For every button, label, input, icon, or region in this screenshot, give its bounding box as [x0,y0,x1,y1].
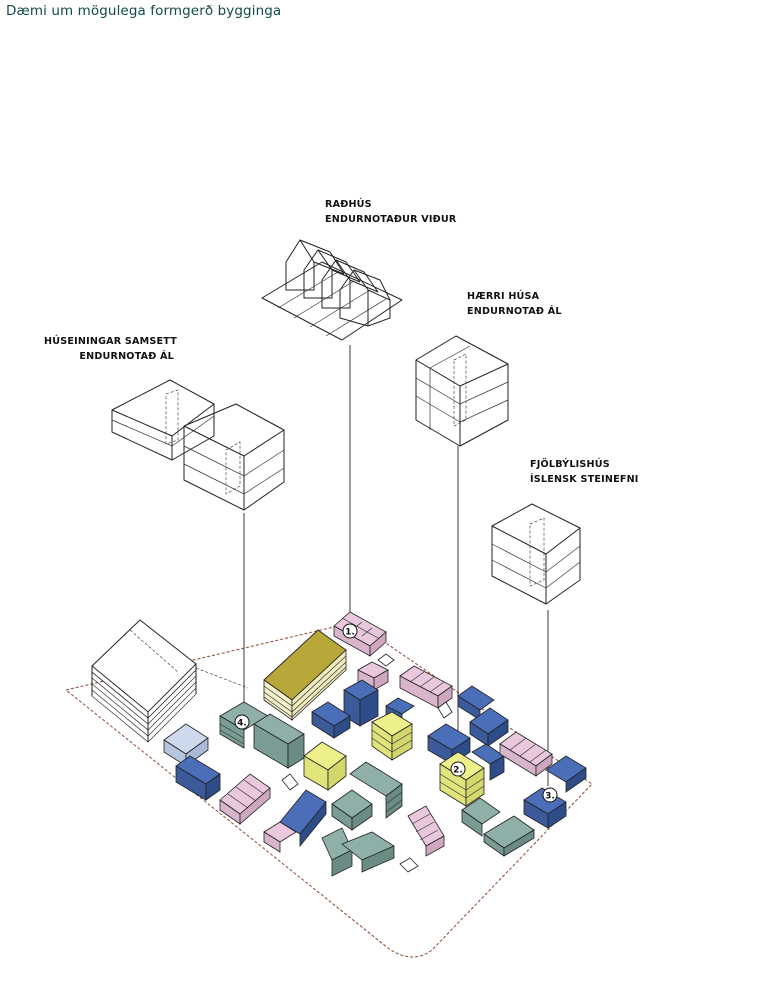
block-olive [263,629,347,721]
marker-3: 3. [542,787,558,803]
label-haerri: HÆRRI HÚSA ENDURNOTAÐ ÁL [467,290,562,319]
svg-text:3.: 3. [545,792,555,802]
radhus-lineart [261,239,403,341]
site-extension-line [195,667,249,689]
massing-blocks [163,611,587,877]
white-slab-building [91,619,197,743]
label-huseiningar-line1: HÚSEININGAR SAMSETT [44,336,177,347]
page-title: Dæmi um mögulega formgerð bygginga [6,3,282,19]
site-boundary [64,621,593,958]
marker-2: 2. [450,761,466,777]
block-yellow-1 [371,711,413,761]
label-huseiningar-line2: ENDURNOTAÐ ÁL [79,350,174,362]
haerri-lineart [415,335,509,447]
block-blue-4 [175,755,221,801]
label-haerri-line1: HÆRRI HÚSA [467,291,540,302]
marker-1: 1. [342,623,358,639]
block-pink-3 [399,665,453,709]
block-blue-1 [311,679,379,739]
block-yellow-3 [439,743,505,807]
block-teal-4 [461,797,535,857]
shed-1 [377,653,395,667]
label-haerri-line2: ENDURNOTAÐ ÁL [467,305,562,317]
label-fjolbylis: FJÖLBÝLISHÚS ÍSLENSK STEINEFNI [530,458,639,487]
label-fjolbylis-line2: ÍSLENSK STEINEFNI [530,473,639,485]
huseiningar-lineart [111,379,285,511]
label-fjolbylis-line1: FJÖLBÝLISHÚS [530,459,610,470]
block-teal-2 [331,761,403,831]
block-teal-3 [321,827,395,877]
shed-3 [281,773,299,791]
label-huseiningar: HÚSEININGAR SAMSETT ENDURNOTAÐ ÁL [44,335,177,364]
svg-text:4.: 4. [237,719,247,729]
fjolbylis-lineart [491,503,581,605]
svg-text:2.: 2. [453,766,463,776]
marker-4: 4. [234,714,250,730]
label-radhus-line1: RAÐHÚS [325,199,372,210]
block-pink-6 [407,805,445,857]
block-blue-5 [523,755,587,829]
svg-text:1.: 1. [345,628,355,638]
block-teal-1 [219,701,305,769]
block-pink-5 [219,773,271,825]
shed-2 [437,701,453,719]
label-radhus: RAÐHÚS ENDURNOTAÐUR VIÐUR [325,198,457,227]
block-pink-4 [499,731,553,777]
block-yellow-2 [303,741,347,791]
label-radhus-line2: ENDURNOTAÐUR VIÐUR [325,213,457,225]
block-blue-3 [427,685,509,765]
block-blue-6 [263,789,327,853]
shed-4 [399,857,419,873]
